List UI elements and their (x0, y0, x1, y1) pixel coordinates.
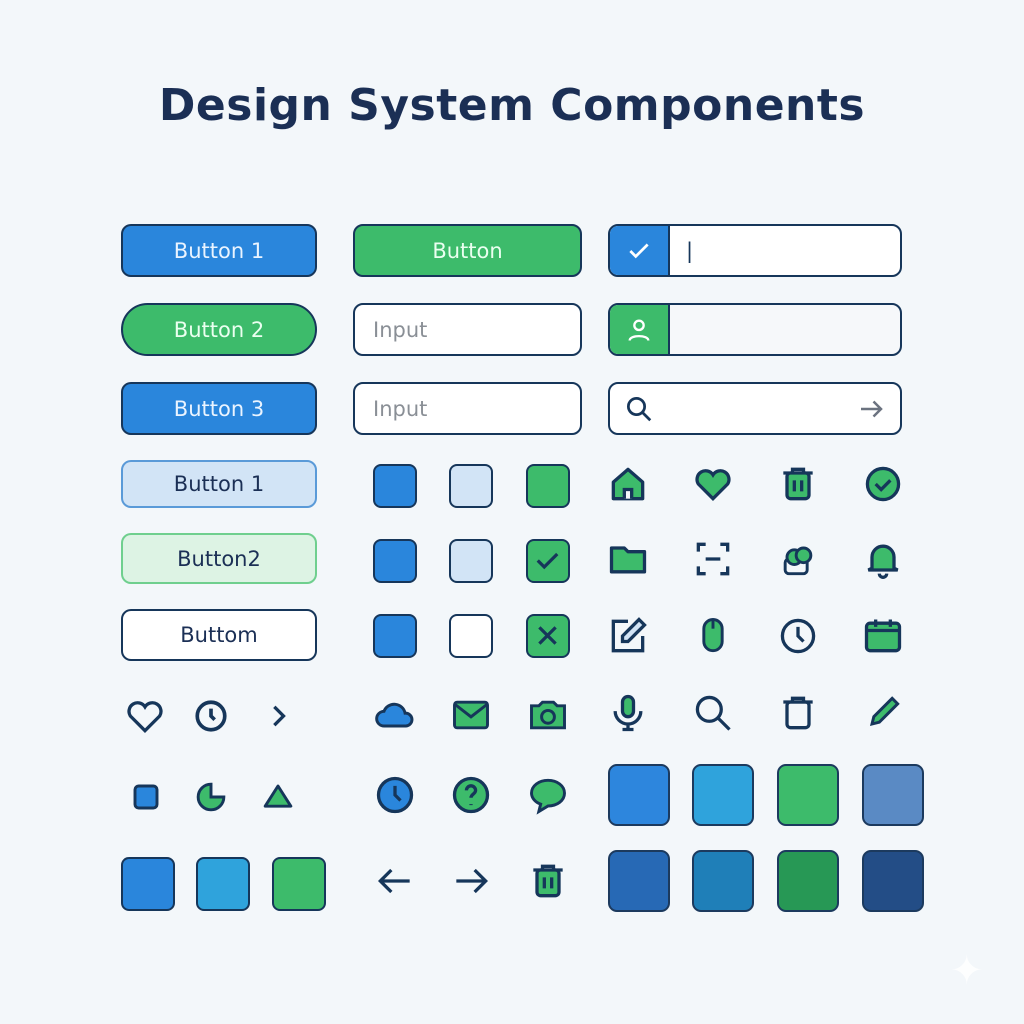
checkbox-light[interactable] (449, 464, 493, 508)
color-chip-green[interactable] (272, 857, 326, 911)
clock-icon[interactable] (776, 614, 820, 658)
check-circle-icon[interactable] (861, 462, 905, 506)
microphone-icon[interactable] (606, 691, 650, 735)
trash-icon[interactable] (526, 859, 570, 903)
edit-icon[interactable] (606, 614, 650, 658)
check-icon (610, 226, 670, 275)
color-swatch[interactable] (777, 764, 839, 826)
trash-outline-icon[interactable] (776, 691, 820, 735)
user-input[interactable] (608, 303, 902, 356)
color-swatch[interactable] (777, 850, 839, 912)
color-swatch[interactable] (862, 850, 924, 912)
checkbox-empty[interactable] (449, 614, 493, 658)
color-chip-blue[interactable] (121, 857, 175, 911)
question-icon[interactable] (449, 773, 493, 817)
light-blue-button[interactable]: Button 1 (121, 460, 317, 508)
trash-icon[interactable] (776, 462, 820, 506)
primary-button-1[interactable]: Button 1 (121, 224, 317, 277)
checkbox-green[interactable] (526, 464, 570, 508)
search-input[interactable] (608, 382, 902, 435)
sparkle-watermark-icon: ✦ (950, 948, 984, 994)
scan-icon[interactable] (691, 537, 735, 581)
checkbox-blue[interactable] (373, 539, 417, 583)
bell-icon[interactable] (861, 537, 905, 581)
outline-button[interactable]: Buttom (121, 609, 317, 661)
arrow-left-icon[interactable] (373, 859, 417, 903)
chat-icon[interactable] (526, 773, 570, 817)
mouse-icon[interactable] (691, 614, 735, 658)
check-icon (536, 552, 559, 570)
checkbox-x[interactable] (526, 614, 570, 658)
arrow-right-icon[interactable] (449, 859, 493, 903)
pill-button-2[interactable]: Button 2 (121, 303, 317, 356)
user-icon (610, 305, 670, 354)
home-icon[interactable] (606, 462, 650, 506)
color-chip-cyan[interactable] (196, 857, 250, 911)
search-icon (627, 396, 652, 421)
calendar-icon[interactable] (861, 614, 905, 658)
primary-button-3[interactable]: Button 3 (121, 382, 317, 435)
clock-filled-icon[interactable] (373, 773, 417, 817)
checkbox-blue[interactable] (373, 464, 417, 508)
square-shape-icon (124, 775, 168, 819)
checkbox-checked[interactable] (526, 539, 570, 583)
light-green-button[interactable]: Button2 (121, 533, 317, 584)
arrow-right-icon[interactable] (856, 394, 886, 424)
text-input-1[interactable]: Input (353, 303, 582, 356)
clock-icon[interactable] (189, 694, 233, 738)
page-title: Design System Components (158, 80, 866, 131)
text-cursor: | (686, 238, 694, 263)
x-icon (538, 626, 557, 645)
color-swatch[interactable] (692, 764, 754, 826)
checkbox-light[interactable] (449, 539, 493, 583)
cloud-stack-icon[interactable] (776, 537, 820, 581)
color-swatch[interactable] (692, 850, 754, 912)
color-swatch[interactable] (862, 764, 924, 826)
pie-chart-icon (189, 775, 233, 819)
heart-icon[interactable] (691, 462, 735, 506)
heart-outline-icon[interactable] (123, 694, 167, 738)
color-swatch[interactable] (608, 764, 670, 826)
mail-icon[interactable] (449, 693, 493, 737)
chevron-right-icon[interactable] (256, 694, 300, 738)
triangle-shape-icon (256, 775, 300, 819)
color-swatch[interactable] (608, 850, 670, 912)
camera-icon[interactable] (526, 693, 570, 737)
cloud-icon[interactable] (373, 693, 417, 737)
folder-icon[interactable] (606, 537, 650, 581)
search-icon[interactable] (691, 691, 735, 735)
text-input-2[interactable]: Input (353, 382, 582, 435)
pencil-icon[interactable] (861, 691, 905, 735)
green-button[interactable]: Button (353, 224, 582, 277)
checkbox-blue[interactable] (373, 614, 417, 658)
checkbox-input[interactable]: | (608, 224, 902, 277)
